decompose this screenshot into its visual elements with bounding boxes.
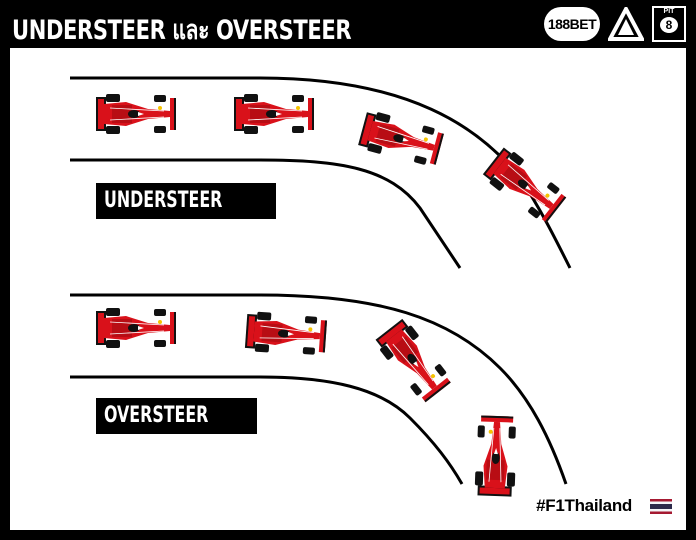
a-triangle-logo-icon	[608, 7, 644, 41]
hashtag-text: #F1Thailand	[536, 496, 632, 515]
pit8-logo: PIT 8	[652, 6, 686, 42]
oversteer-label: OVERSTEER	[96, 398, 257, 434]
understeer-track	[70, 76, 572, 269]
understeer-car-2	[233, 93, 315, 135]
oversteer-car-4	[474, 414, 518, 498]
oversteer-car-1	[95, 307, 177, 349]
page-title: UNDERSTEER และ OVERSTEER	[12, 15, 352, 46]
understeer-car-4	[480, 144, 570, 227]
understeer-car-1	[95, 93, 177, 135]
188bet-logo: 188BET	[544, 7, 600, 41]
oversteer-car-2	[244, 310, 328, 357]
oversteer-track	[70, 293, 568, 485]
header-bar: UNDERSTEER และ OVERSTEER 188BET PIT 8	[0, 0, 696, 48]
thailand-flag-icon	[650, 499, 672, 514]
understeer-car-3	[356, 108, 446, 170]
understeer-label: UNDERSTEER	[96, 183, 277, 219]
sponsor-logos: 188BET PIT 8	[544, 6, 686, 42]
diagram-panel: UNDERSTEER OVERSTEER #F1Thailand	[10, 48, 686, 530]
track-diagram	[70, 76, 572, 498]
oversteer-car-3	[372, 316, 455, 406]
